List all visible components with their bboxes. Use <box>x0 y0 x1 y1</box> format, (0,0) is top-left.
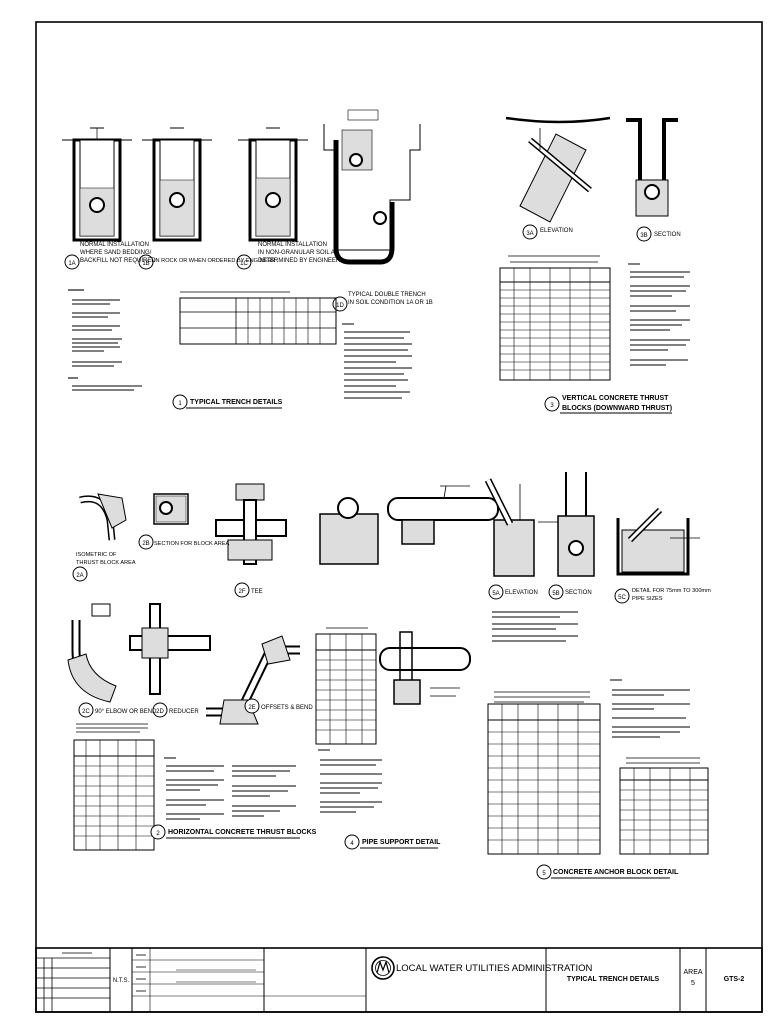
horizontal-title: 2 HORIZONTAL CONCRETE THRUST BLOCKS <box>150 824 317 840</box>
horizontal-reducer-label: REDUCER <box>169 709 199 715</box>
pipe-support-notes <box>318 749 382 813</box>
pipe-support-elevation <box>319 485 499 565</box>
svg-text:2E: 2E <box>248 705 255 711</box>
svg-text:4: 4 <box>350 841 354 847</box>
anchor-elevation-label: ELEVATION <box>505 590 538 596</box>
svg-text:3: 3 <box>550 403 554 409</box>
anchor-elevation <box>484 478 535 577</box>
trench-1c-label-2: IN NON-GRANULAR SOIL AS <box>258 250 339 256</box>
anchor-small-table <box>619 757 709 855</box>
svg-text:1A: 1A <box>68 261 75 267</box>
svg-text:3B: 3B <box>640 233 647 239</box>
pipe-support-section <box>379 631 471 705</box>
svg-text:5C: 5C <box>618 595 626 601</box>
vertical-thrust-section <box>626 118 678 217</box>
horizontal-section-label: SECTION FOR BLOCK AREA <box>154 541 229 547</box>
horizontal-tee-label: TEE <box>251 589 263 595</box>
trench-1c-label: NORMAL INSTALLATION <box>258 242 327 248</box>
horizontal-isometric-label: ISOMETRIC OF <box>76 552 117 558</box>
pipe-support-title-text: PIPE SUPPORT DETAIL <box>362 839 441 846</box>
trench-title-text: TYPICAL TRENCH DETAILS <box>190 399 283 406</box>
horizontal-section-block <box>153 493 189 525</box>
svg-text:2D: 2D <box>156 709 164 715</box>
svg-text:2B: 2B <box>142 541 149 547</box>
horizontal-elbow <box>67 603 117 703</box>
horizontal-block-table <box>73 723 155 851</box>
drawing-title: TYPICAL TRENCH DETAILS <box>567 976 660 983</box>
svg-text:2A: 2A <box>76 573 83 579</box>
anchor-detail-label: DETAIL FOR 75mm TO 300mm <box>632 588 711 594</box>
horizontal-offsets-label: OFFSETS & BEND <box>261 705 313 711</box>
agency-logo <box>371 956 395 980</box>
title-block <box>35 947 763 1013</box>
vertical-thrust-elevation <box>505 116 611 223</box>
svg-text:2: 2 <box>156 831 160 837</box>
trench-section-1a <box>62 127 132 242</box>
vertical-block-table <box>499 255 611 381</box>
svg-text:2F: 2F <box>238 589 245 595</box>
trench-1d-label-2: IN SOIL CONDITION 1A OR 1B <box>348 300 433 306</box>
trench-notes <box>342 323 412 399</box>
anchor-title-text: CONCRETE ANCHOR BLOCK DETAIL <box>553 869 679 876</box>
vertical-elevation-label: ELEVATION <box>540 228 573 234</box>
horizontal-elbow-label: 90° ELBOW OR BEND <box>95 709 157 715</box>
trench-1c-label-3: DETERMINED BY ENGINEER <box>258 258 341 264</box>
vertical-tags: 3A 3B <box>522 224 652 242</box>
horizontal-reducer <box>129 603 211 695</box>
agency-name: LOCAL WATER UTILITIES ADMINISTRATION <box>396 963 592 974</box>
horizontal-tee <box>215 483 287 565</box>
trench-title: 1 TYPICAL TRENCH DETAILS <box>172 394 283 410</box>
trench-dimension-table <box>179 291 337 345</box>
vertical-title-text-2: BLOCKS (DOWNWARD THRUST) <box>562 405 672 412</box>
horizontal-notes <box>164 757 296 820</box>
sheet-number: GTS-2 <box>724 976 745 983</box>
tiny-signoff-labels <box>62 952 146 992</box>
horizontal-title-text: HORIZONTAL CONCRETE THRUST BLOCKS <box>168 829 317 836</box>
pipe-support-table <box>315 627 377 745</box>
trench-section-1d <box>323 109 421 265</box>
pipe-support-title: 4 PIPE SUPPORT DETAIL <box>344 834 441 850</box>
vertical-title-text: VERTICAL CONCRETE THRUST <box>562 395 669 402</box>
vertical-section-label: SECTION <box>654 232 681 238</box>
anchor-title: 5 CONCRETE ANCHOR BLOCK DETAIL <box>536 864 679 880</box>
area-value: 5 <box>691 980 695 987</box>
svg-text:1B: 1B <box>142 261 149 267</box>
svg-text:5A: 5A <box>492 591 499 597</box>
svg-text:1: 1 <box>178 401 182 407</box>
area-label: AREA <box>683 969 702 976</box>
trench-legend-notes <box>68 289 142 391</box>
trench-section-1b <box>142 127 212 242</box>
anchor-notes-top <box>492 611 578 642</box>
trench-1a-label: NORMAL INSTALLATION <box>80 242 149 248</box>
svg-text:1D: 1D <box>336 303 344 309</box>
trench-1a-label-2: WHERE SAND BEDDING/ <box>80 250 152 256</box>
horizontal-isometric-label-2: THRUST BLOCK AREA <box>76 560 136 566</box>
scale-text: N.T.S. <box>113 978 130 984</box>
anchor-tags: 5A 5B 5C <box>488 584 630 604</box>
trench-1a-label-3: BACKFILL NOT REQUIRED <box>80 258 156 264</box>
svg-text:1C: 1C <box>240 261 248 267</box>
anchor-notes-right <box>610 679 690 738</box>
anchor-section <box>538 472 595 577</box>
horizontal-tags: 2A 2B 2F 2C 2D 2E <box>72 534 260 718</box>
svg-text:5B: 5B <box>552 591 559 597</box>
anchor-block-table <box>487 691 601 855</box>
vertical-title: 3 VERTICAL CONCRETE THRUST BLOCKS (DOWNW… <box>544 395 672 414</box>
trench-section-1c <box>238 127 308 242</box>
anchor-section-label: SECTION <box>565 590 592 596</box>
svg-text:5: 5 <box>542 871 546 877</box>
anchor-detail-label-2: PIPE SIZES <box>632 596 663 602</box>
svg-text:2C: 2C <box>82 709 90 715</box>
vertical-notes <box>628 263 690 366</box>
trench-1d-label: TYPICAL DOUBLE TRENCH <box>348 292 426 298</box>
horizontal-isometric <box>79 493 127 541</box>
svg-text:3A: 3A <box>526 231 533 237</box>
trench-1b-label: IN ROCK OR WHEN ORDERED BY ENGINEER <box>154 258 275 264</box>
anchor-detail <box>616 507 700 576</box>
